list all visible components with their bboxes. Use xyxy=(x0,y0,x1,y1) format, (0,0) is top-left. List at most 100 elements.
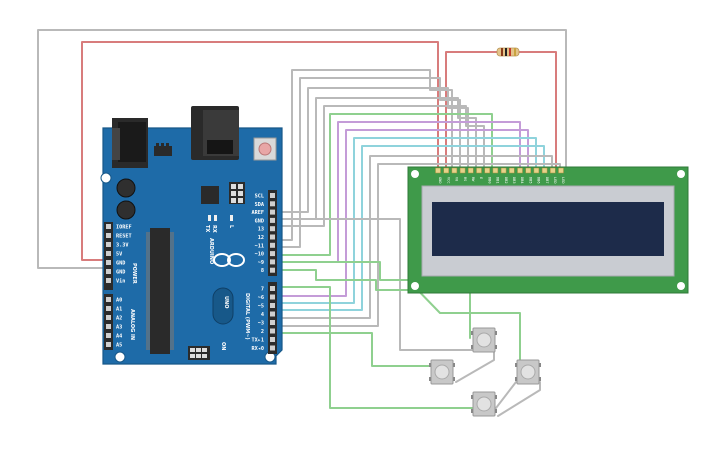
digital-pin-label: SCL xyxy=(255,194,264,200)
digital-pin[interactable] xyxy=(270,311,275,317)
digital-pin[interactable] xyxy=(270,193,275,198)
lcd-pin[interactable] xyxy=(451,167,458,174)
lcd-pin[interactable] xyxy=(525,167,531,174)
digital-pin-label: TX▸1 xyxy=(252,338,265,344)
lcd-pin[interactable] xyxy=(492,167,499,174)
wire-btn-gnd-3[interactable] xyxy=(497,381,541,417)
lcd-pin-label: DB1 xyxy=(496,177,500,184)
analog-pin[interactable] xyxy=(106,324,111,329)
pushbutton-1[interactable] xyxy=(471,327,497,353)
analog-pin[interactable] xyxy=(106,333,111,338)
digital-pin[interactable] xyxy=(270,328,275,334)
wire-extra-gray[interactable] xyxy=(274,105,485,227)
lcd-pin-label: VCC xyxy=(446,177,450,184)
digital-pin[interactable] xyxy=(270,209,275,215)
pushbutton-3[interactable] xyxy=(515,359,541,385)
power-pin[interactable] xyxy=(106,260,111,265)
wire-resistor[interactable] xyxy=(445,51,557,171)
wire-btn-gnd-1[interactable] xyxy=(455,347,495,383)
wire-d2-cyan[interactable] xyxy=(274,163,561,327)
resistor[interactable] xyxy=(496,47,520,57)
digital-pin[interactable] xyxy=(270,217,275,223)
digital-pin[interactable] xyxy=(270,226,275,232)
digital-pin-label: ~3 xyxy=(258,321,264,327)
analog-pin-label: A5 xyxy=(116,343,122,349)
lcd-pin[interactable] xyxy=(500,167,507,174)
wire-d12[interactable] xyxy=(274,69,453,241)
lcd-pin[interactable] xyxy=(476,167,482,174)
power-pin[interactable] xyxy=(106,278,111,283)
wire-btn4-green[interactable] xyxy=(274,286,475,409)
lcd-pin-label: RS xyxy=(463,177,467,181)
lcd-pin[interactable] xyxy=(459,167,466,174)
wire-d4-cyan[interactable] xyxy=(274,145,545,311)
wire-btn-gnd-2[interactable] xyxy=(495,381,517,409)
wire-d5-cyan[interactable] xyxy=(274,137,537,304)
digital-pin[interactable] xyxy=(270,251,275,257)
digital-pin[interactable] xyxy=(270,234,275,240)
lcd-mount-hole xyxy=(677,170,685,178)
digital-pin[interactable] xyxy=(270,259,275,265)
lcd-pin[interactable] xyxy=(533,167,540,174)
digital-pin[interactable] xyxy=(270,320,275,325)
wire-btn3-green[interactable] xyxy=(274,332,441,367)
lcd-pin-label: LED xyxy=(561,177,565,184)
digital-pin[interactable] xyxy=(270,286,275,291)
digital-pin-label: 13 xyxy=(258,227,264,233)
capacitor xyxy=(116,178,136,198)
power-pin[interactable] xyxy=(106,251,111,256)
digital-pin[interactable] xyxy=(270,201,275,207)
rx-label: RX xyxy=(211,225,217,233)
analog-pin[interactable] xyxy=(106,306,111,311)
digital-pin[interactable] xyxy=(270,267,275,273)
arduino-logo: ARDUINO xyxy=(208,238,245,267)
power-pin[interactable] xyxy=(106,269,111,274)
wire-d3-cyan[interactable] xyxy=(274,155,553,319)
digital-pin[interactable] xyxy=(270,303,275,308)
analog-pin[interactable] xyxy=(106,297,111,302)
analog-pin[interactable] xyxy=(106,342,111,347)
power-pin[interactable] xyxy=(106,233,111,238)
wire-d11[interactable] xyxy=(274,77,461,248)
digital-pin-label: ~5 xyxy=(258,304,264,310)
wire-d10-green[interactable] xyxy=(274,113,493,256)
power-pin-label: 5V xyxy=(116,252,122,258)
power-jack xyxy=(112,118,148,168)
power-pin[interactable] xyxy=(106,242,111,247)
digital-pin[interactable] xyxy=(270,345,275,351)
wire-gnd-loop[interactable] xyxy=(37,29,567,269)
wire-d6-purple[interactable] xyxy=(274,129,529,297)
digital-pin[interactable] xyxy=(270,337,275,342)
lcd-pin[interactable] xyxy=(541,167,548,174)
digital-header: SCLSDAAREFGND1312~11~10~987~6~54~32TX▸1R… xyxy=(252,190,277,354)
wire-lcd-contrast[interactable] xyxy=(274,218,475,351)
lcd-pin[interactable] xyxy=(509,167,515,174)
lcd-pin[interactable] xyxy=(550,167,556,174)
digital-pin[interactable] xyxy=(270,242,275,248)
power-pin[interactable] xyxy=(106,224,111,229)
wire-aref[interactable] xyxy=(274,87,469,213)
analog-header-label: ANALOG IN xyxy=(129,309,135,340)
lcd-pin[interactable] xyxy=(484,167,490,174)
lcd-pin[interactable] xyxy=(443,167,449,174)
analog-pin-label: A0 xyxy=(116,298,122,304)
digital-pin[interactable] xyxy=(270,294,275,300)
analog-pin[interactable] xyxy=(106,315,111,320)
lcd-pin[interactable] xyxy=(517,167,523,174)
lcd-pin[interactable] xyxy=(435,167,441,174)
lcd-pin[interactable] xyxy=(468,167,474,174)
lcd-pin-label: GND xyxy=(438,177,442,184)
pushbutton-2[interactable] xyxy=(429,359,455,385)
reset-button[interactable] xyxy=(253,137,277,161)
tx-label: TX xyxy=(204,225,210,232)
wire-5v-loop[interactable] xyxy=(81,41,439,261)
lcd-pin[interactable] xyxy=(558,167,564,174)
pushbutton-4[interactable] xyxy=(471,391,497,417)
lcd-mount-hole xyxy=(411,282,419,290)
digital-pin-label: 2 xyxy=(261,329,264,335)
mount-hole xyxy=(114,351,126,363)
